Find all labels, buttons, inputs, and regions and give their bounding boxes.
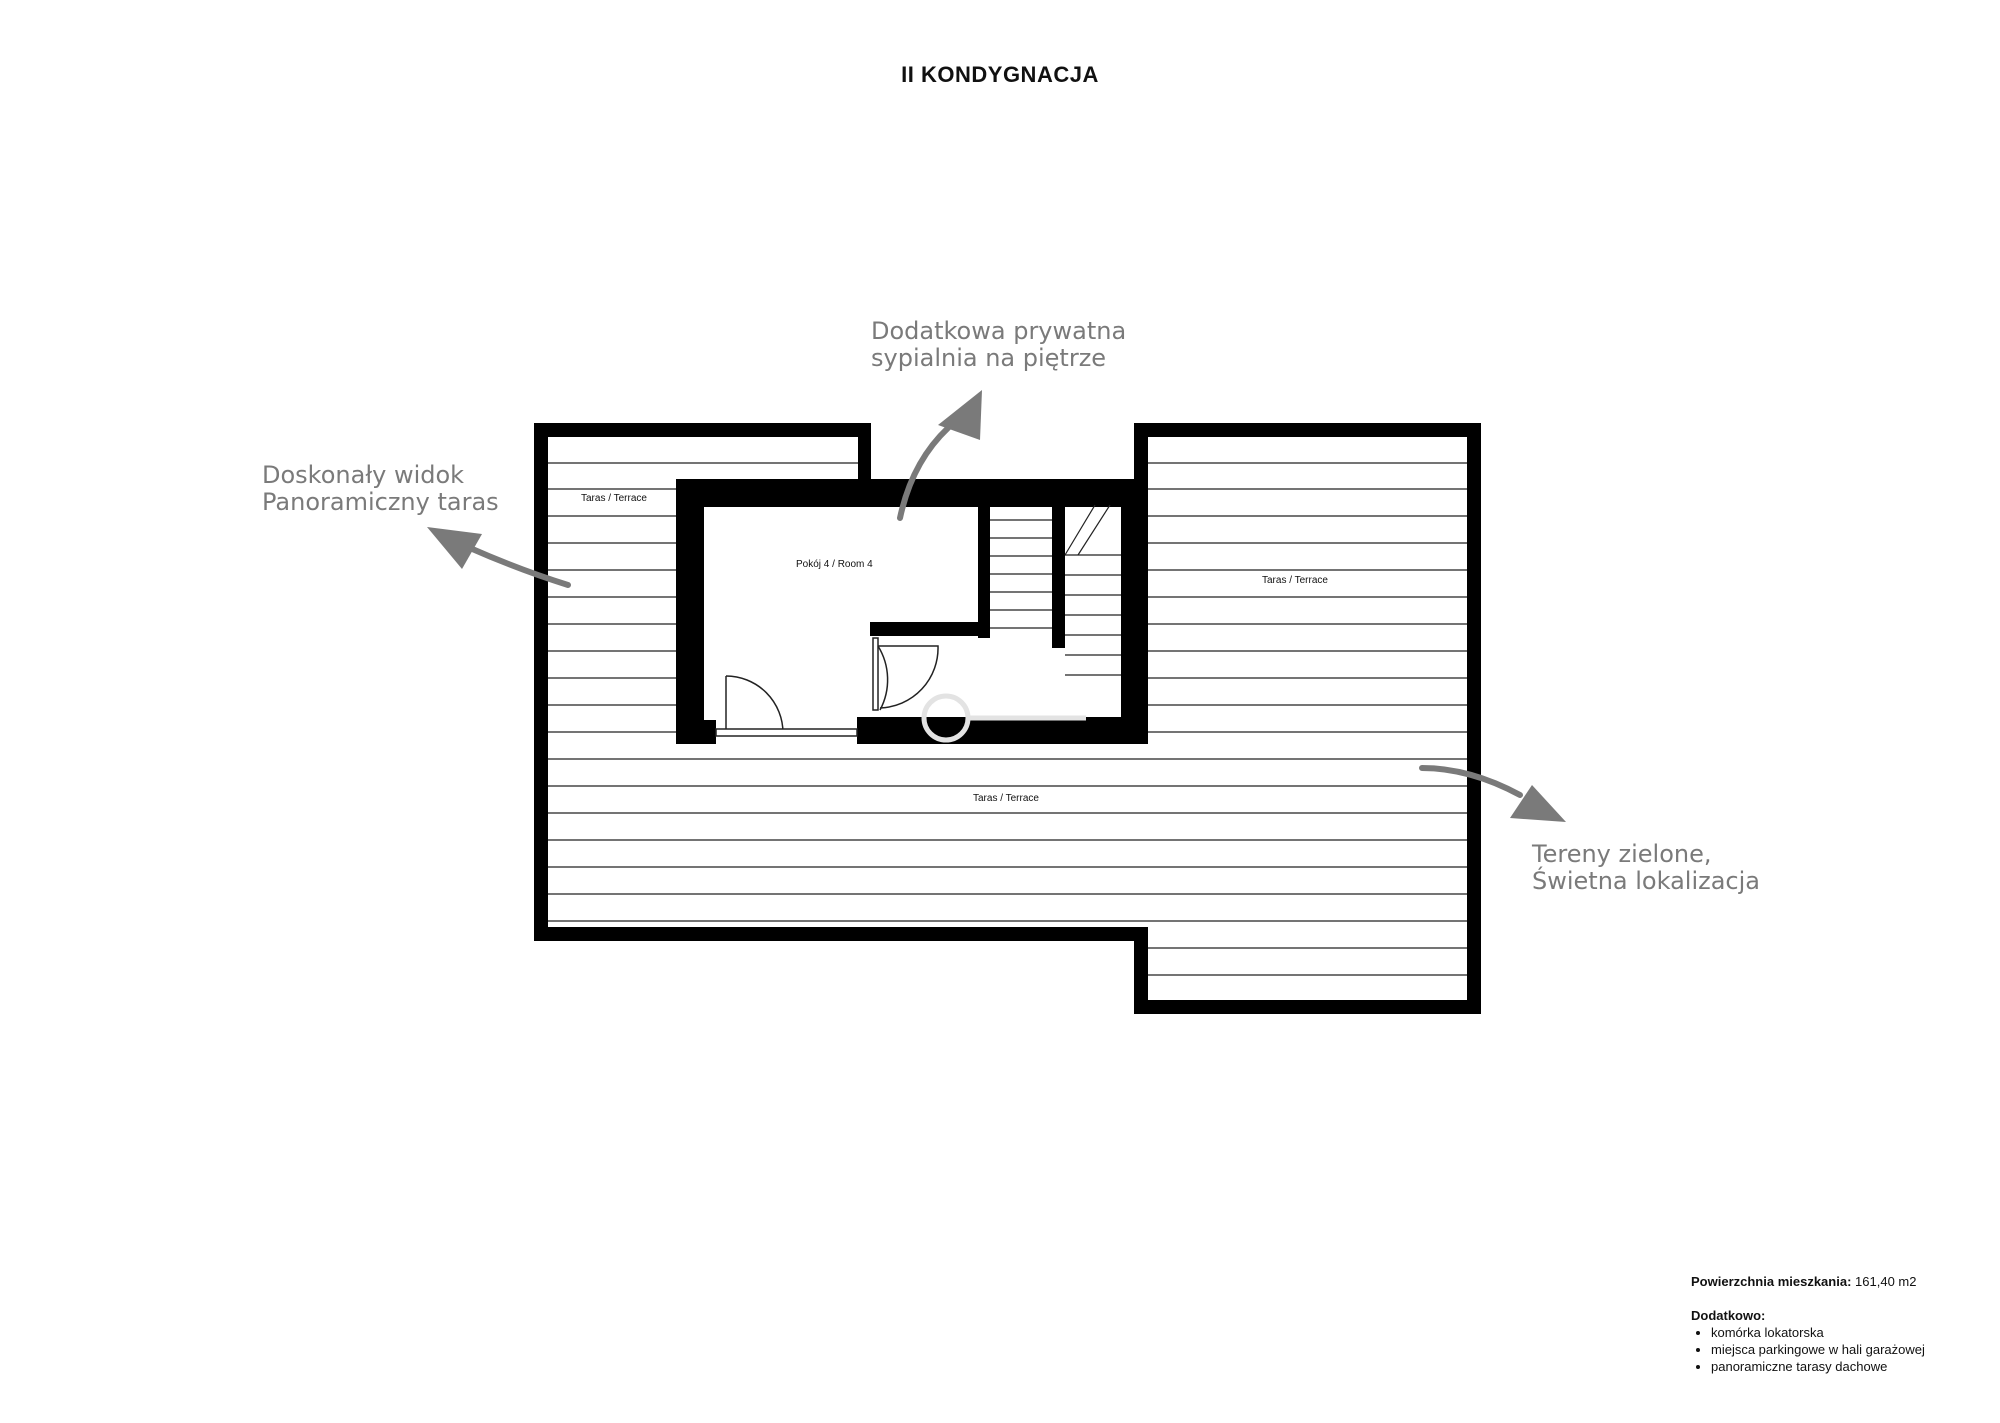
watermark-logo (921, 693, 1086, 743)
page-title: II KONDYGNACJA (901, 62, 1099, 87)
callout-left: Doskonały widok Panoramiczny taras (262, 462, 499, 516)
area-label: Powierzchnia mieszkania: (1691, 1274, 1852, 1289)
callout-left-line1: Doskonały widok (262, 461, 465, 489)
callout-right: Tereny zielone, Świetna lokalizacja (1532, 841, 1760, 895)
extras-label: Dodatkowo: (1691, 1308, 1766, 1323)
door-stair-hall (872, 637, 939, 711)
area-value: 161,40 m2 (1855, 1274, 1917, 1289)
arrow-top (897, 390, 982, 521)
callout-left-line2: Panoramiczny taras (262, 488, 499, 516)
area-row: Powierzchnia mieszkania: 161,40 m2 (1691, 1273, 1925, 1290)
extras-item: panoramiczne tarasy dachowe (1711, 1358, 1925, 1375)
callout-right-line1: Tereny zielone, (1532, 840, 1712, 868)
label-terrace-right: Taras / Terrace (1262, 575, 1328, 586)
callout-top-line1: Dodatkowa prywatna (871, 317, 1127, 345)
extras-item: komórka lokatorska (1711, 1324, 1925, 1341)
arrow-left (427, 527, 571, 588)
callout-right-line2: Świetna lokalizacja (1532, 867, 1760, 895)
label-terrace-bottom: Taras / Terrace (973, 793, 1039, 804)
arrow-right (1419, 765, 1566, 822)
staircase (990, 504, 1121, 676)
callout-top: Dodatkowa prywatna sypialnia na piętrze (871, 318, 1126, 372)
label-room4: Pokój 4 / Room 4 (796, 559, 873, 570)
door-room4 (715, 675, 858, 737)
callout-top-line2: sypialnia na piętrze (871, 344, 1107, 372)
inner-walls (676, 479, 1148, 744)
outer-walls (534, 423, 1481, 1014)
extras-item: miejsca parkingowe w hali garażowej (1711, 1341, 1925, 1358)
apartment-info: Powierzchnia mieszkania: 161,40 m2 Dodat… (1691, 1273, 1925, 1375)
extras-list: komórka lokatorska miejsca parkingowe w … (1691, 1324, 1925, 1375)
label-terrace-top-left: Taras / Terrace (581, 493, 647, 504)
